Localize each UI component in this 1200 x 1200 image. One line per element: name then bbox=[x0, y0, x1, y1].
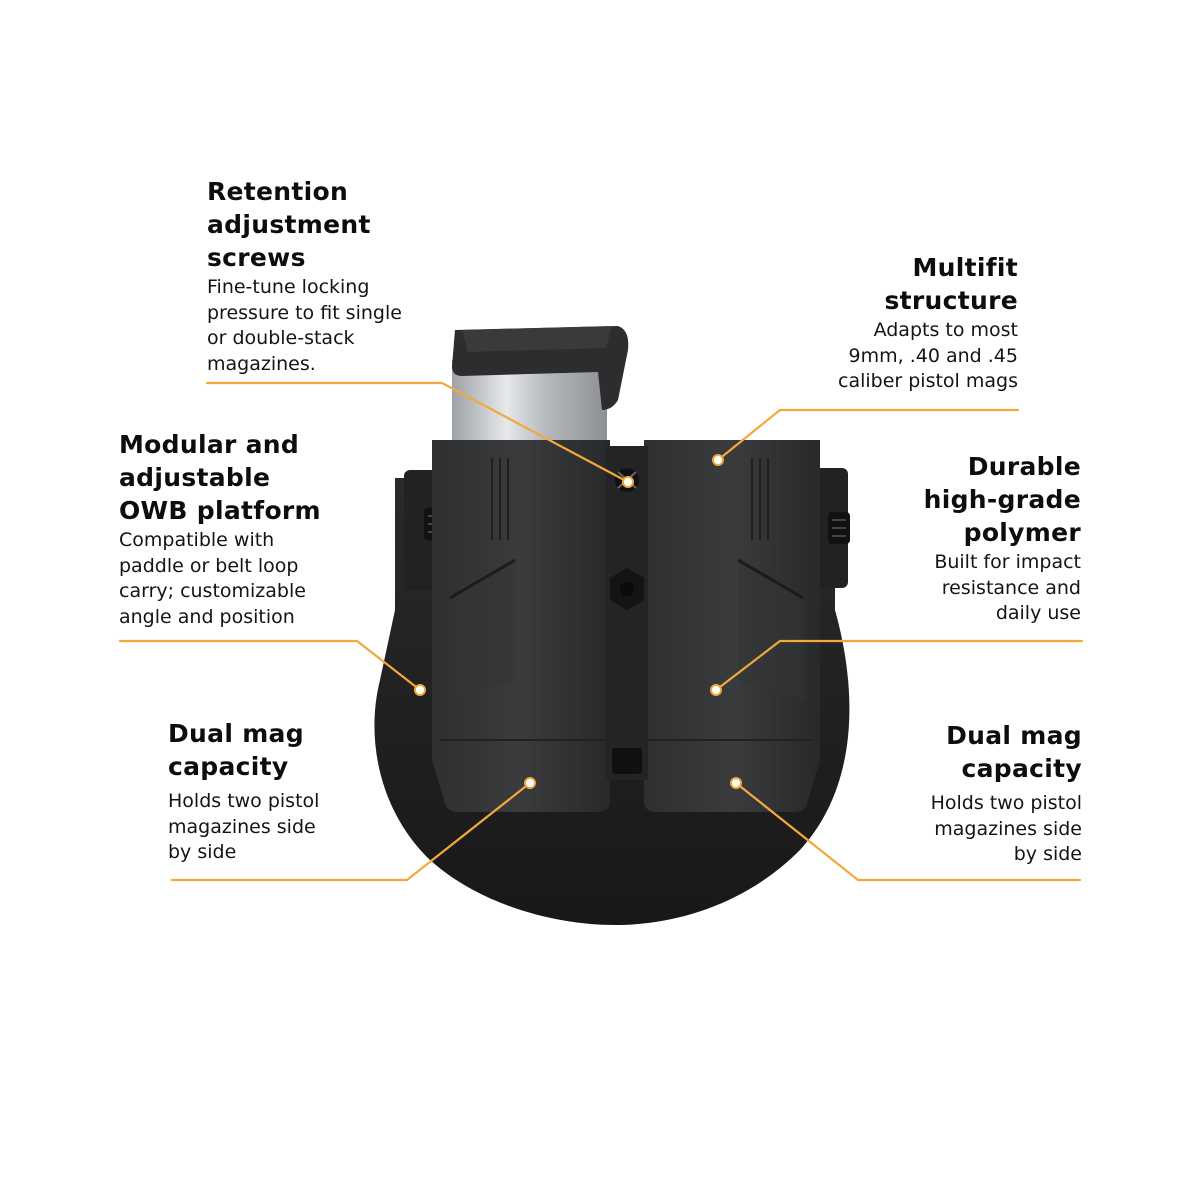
callout-dot-icon bbox=[710, 684, 722, 696]
callout-description: Built for impact resistance and daily us… bbox=[934, 551, 1081, 624]
callout-dual-mag-left: Dual mag capacity Holds two pistol magaz… bbox=[168, 717, 368, 866]
pistol-magazine bbox=[452, 326, 629, 450]
callout-dot-icon bbox=[622, 476, 634, 488]
callout-description: Adapts to most 9mm, .40 and .45 caliber … bbox=[838, 319, 1018, 392]
callout-durable-polymer: Durable high-grade polymer Built for imp… bbox=[880, 450, 1081, 627]
callout-title: Dual mag capacity bbox=[168, 719, 304, 781]
right-magazine-pouch bbox=[644, 440, 820, 812]
callout-modular-platform: Modular and adjustable OWB platform Comp… bbox=[119, 428, 359, 630]
leader-durable bbox=[714, 639, 1084, 692]
callout-dot-icon bbox=[712, 454, 724, 466]
callout-dot-icon bbox=[414, 684, 426, 696]
callout-description: Holds two pistol magazines side by side bbox=[168, 790, 320, 863]
callout-description: Fine-tune locking pressure to fit single… bbox=[207, 276, 402, 375]
callout-title: Modular and adjustable OWB platform bbox=[119, 430, 321, 525]
leader-dual-right bbox=[734, 781, 1082, 882]
callout-title: Durable high-grade polymer bbox=[923, 452, 1081, 547]
callout-description: Holds two pistol magazines side by side bbox=[930, 792, 1082, 865]
callout-title: Dual mag capacity bbox=[946, 721, 1082, 783]
callout-title: Retention adjustment screws bbox=[207, 177, 371, 272]
leader-multifit bbox=[716, 408, 1020, 462]
callout-retention-screws: Retention adjustment screws Fine-tune lo… bbox=[207, 175, 447, 377]
callout-dot-icon bbox=[730, 777, 742, 789]
center-spine bbox=[606, 446, 648, 780]
left-magazine-pouch bbox=[432, 440, 610, 812]
callout-dot-icon bbox=[524, 777, 536, 789]
callout-multifit-structure: Multifit structure Adapts to most 9mm, .… bbox=[800, 251, 1018, 395]
leader-dual-left bbox=[170, 781, 532, 882]
leader-retention bbox=[205, 381, 630, 484]
leader-modular bbox=[118, 639, 422, 692]
callout-title: Multifit structure bbox=[884, 253, 1018, 315]
callout-description: Compatible with paddle or belt loop carr… bbox=[119, 529, 306, 628]
callout-dual-mag-right: Dual mag capacity Holds two pistol magaz… bbox=[880, 719, 1082, 868]
